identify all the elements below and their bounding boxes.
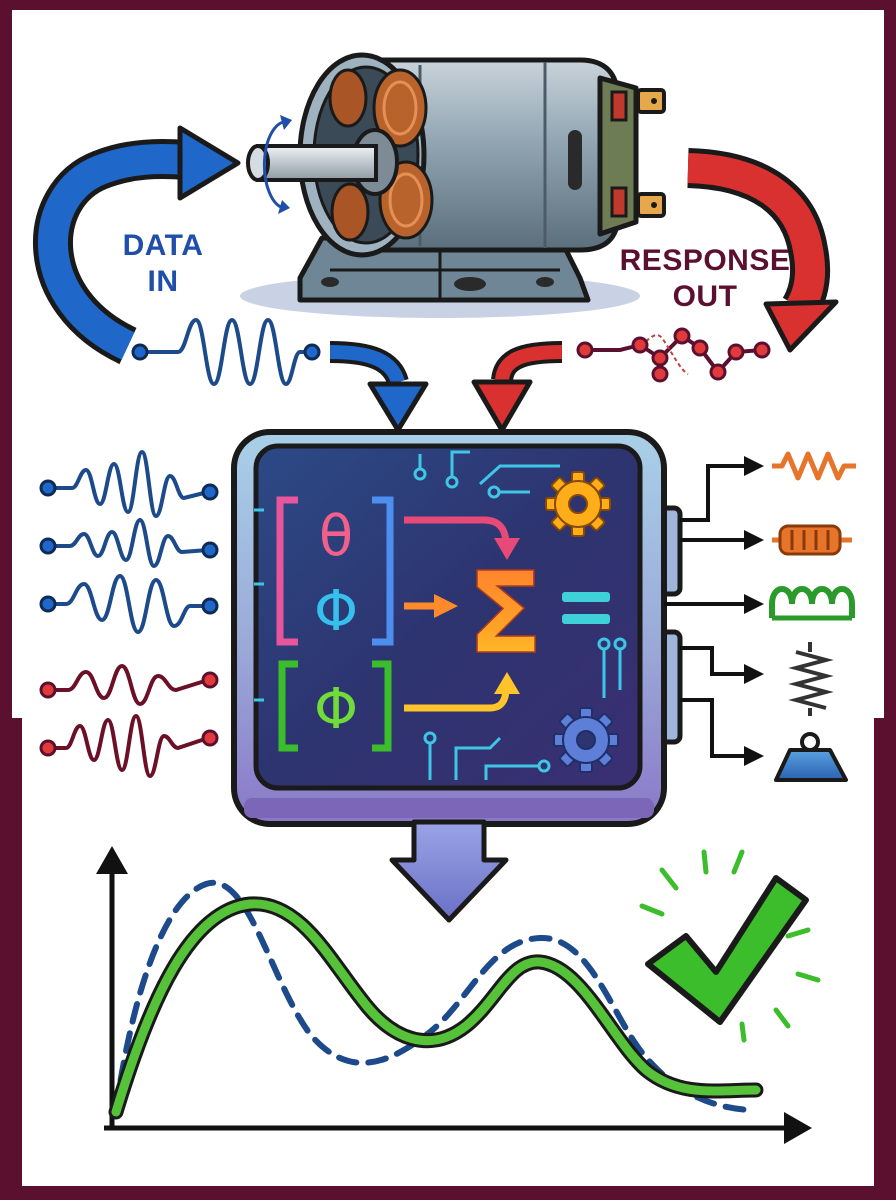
circuit-traces bbox=[254, 450, 627, 780]
data-in-arrow bbox=[33, 125, 241, 365]
input-channel-2 bbox=[39, 517, 219, 569]
inductor-icon bbox=[769, 586, 855, 621]
motor-terminal-top bbox=[636, 88, 666, 114]
motor-terminal-bottom bbox=[636, 192, 666, 218]
matrix-phi: Φ bbox=[278, 660, 392, 752]
data-in-label-line-2: IN bbox=[147, 265, 179, 298]
equals-symbol bbox=[562, 592, 610, 624]
motor-shaft bbox=[246, 128, 399, 196]
feed-arrow-blue bbox=[329, 341, 429, 433]
input-channel-5 bbox=[39, 713, 219, 779]
input-channel-1 bbox=[39, 449, 219, 519]
mass-weight-icon bbox=[774, 732, 848, 782]
theta-symbol: θ bbox=[319, 504, 353, 569]
spring-icon bbox=[788, 642, 834, 716]
input-channel-4 bbox=[39, 663, 219, 707]
response-out-label-line-2: OUT bbox=[672, 280, 738, 313]
resistor-icon bbox=[772, 451, 856, 481]
matrix-theta-phi: θ Φ bbox=[276, 496, 394, 646]
output-response-signal bbox=[576, 327, 771, 383]
processor-screen bbox=[253, 443, 643, 791]
input-signal-wave bbox=[131, 317, 321, 387]
internal-arrows bbox=[404, 516, 520, 712]
motor-icon bbox=[240, 52, 666, 318]
response-out-label: RESPONSE OUT bbox=[605, 243, 805, 315]
feed-arrow-red bbox=[471, 341, 563, 433]
output-funnel-arrow bbox=[389, 819, 509, 923]
data-in-label: DATA IN bbox=[98, 228, 228, 300]
sigma-symbol: Σ bbox=[467, 549, 544, 679]
output-connectors bbox=[664, 456, 764, 766]
phi-symbol: Φ bbox=[314, 579, 358, 644]
rotation-arrow-icon bbox=[262, 120, 289, 210]
checkmark-icon bbox=[639, 849, 821, 1043]
data-in-label-line-1: DATA bbox=[122, 229, 204, 262]
result-plot bbox=[96, 846, 812, 1144]
gear-icon bbox=[545, 471, 611, 537]
input-channels bbox=[39, 449, 219, 779]
response-out-arrow bbox=[687, 148, 839, 353]
capacitor-icon bbox=[772, 524, 852, 556]
phi-symbol-2: Φ bbox=[314, 677, 358, 742]
processor-unit: θ Φ Φ Σ bbox=[231, 429, 683, 827]
response-out-label-line-1: RESPONSE bbox=[619, 244, 791, 277]
gear-icon-secondary bbox=[553, 707, 619, 773]
input-channel-3 bbox=[39, 573, 219, 635]
